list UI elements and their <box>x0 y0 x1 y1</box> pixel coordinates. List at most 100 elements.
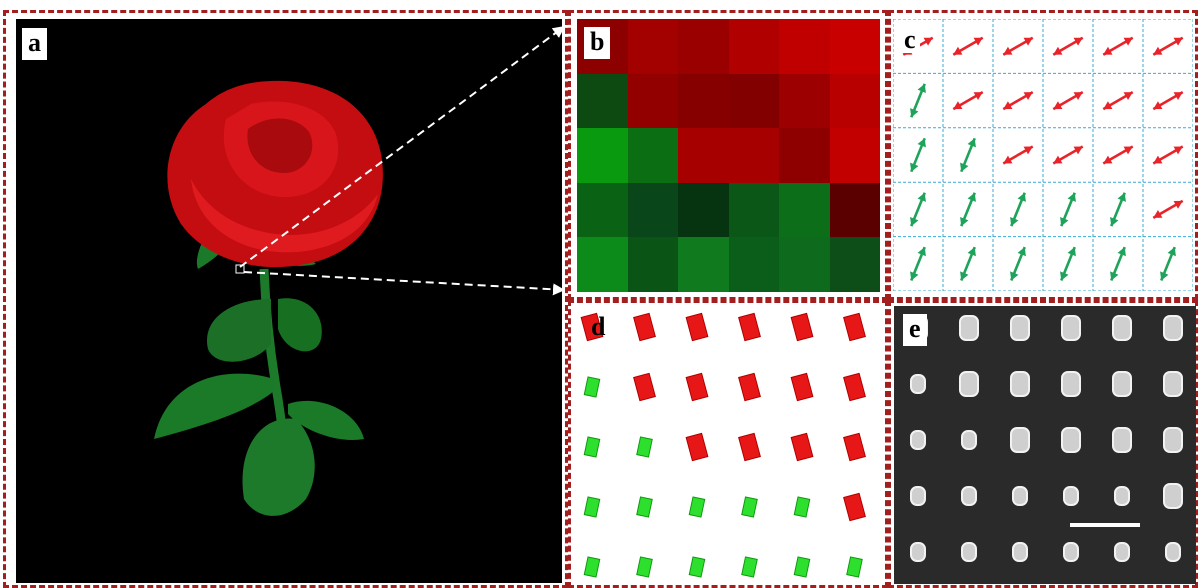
pixel-cell <box>627 73 678 129</box>
double-arrow-icon <box>910 83 926 118</box>
panel-e-label: e <box>903 314 927 346</box>
green-nanoblock <box>741 556 758 578</box>
panel-a-frame <box>3 10 568 588</box>
double-arrow-icon <box>1052 90 1084 111</box>
sem-nanostructure <box>1163 483 1183 509</box>
pixel-grid <box>577 19 880 292</box>
pixel-cell <box>728 237 779 292</box>
red-nanoblock <box>790 432 814 462</box>
double-arrow-icon <box>952 90 984 111</box>
sem-nanostructure <box>1114 486 1130 506</box>
sem-nanostructure <box>910 486 926 506</box>
leaf <box>242 418 315 516</box>
sem-nanostructure <box>910 374 926 394</box>
sem-nanostructure <box>910 542 926 562</box>
pixel-cell <box>728 19 779 74</box>
pixel-cell <box>577 237 628 292</box>
sem-image <box>894 306 1196 584</box>
green-nanoblock <box>793 556 811 578</box>
double-arrow-icon <box>960 192 976 227</box>
double-arrow-icon <box>1010 192 1026 227</box>
green-nanoblock <box>636 496 653 518</box>
pixel-cell <box>779 237 830 292</box>
red-nanoblock <box>633 372 656 402</box>
double-arrow-icon <box>1152 36 1184 56</box>
double-arrow-icon <box>1002 145 1034 165</box>
leaf <box>206 299 271 362</box>
double-arrow-icon <box>910 192 926 227</box>
pixel-cell <box>728 128 779 183</box>
pixel-cell <box>829 182 880 238</box>
double-arrow-icon <box>960 137 976 173</box>
sem-nanostructure <box>1063 486 1079 506</box>
leaf <box>278 298 322 352</box>
sem-nanostructure <box>959 315 979 341</box>
double-arrow-icon <box>1002 90 1034 111</box>
sem-nanostructure <box>1163 371 1183 397</box>
double-arrow-icon <box>1060 192 1076 227</box>
double-arrow-icon <box>910 137 926 173</box>
pixel-cell <box>728 182 779 238</box>
red-nanoblock <box>738 432 761 462</box>
double-arrow-icon <box>1102 145 1134 165</box>
red-nanoblock <box>738 312 761 342</box>
double-arrow-icon <box>1060 246 1076 281</box>
double-arrow-icon <box>1160 246 1176 281</box>
green-nanoblock <box>793 496 811 518</box>
pixel-cell <box>627 182 678 238</box>
panel-d-frame <box>568 300 888 588</box>
sem-nanostructure <box>1163 315 1183 341</box>
green-nanoblock <box>583 496 601 518</box>
double-arrow-icon <box>1110 246 1126 281</box>
sem-nanostructure <box>959 371 979 397</box>
green-nanoblock <box>636 436 653 458</box>
green-nanoblock <box>688 496 706 518</box>
green-nanoblock <box>583 376 601 398</box>
polarization-grid <box>893 19 1193 291</box>
pixel-cell <box>577 182 628 238</box>
leaf <box>154 373 274 439</box>
sem-nanostructure <box>910 430 926 450</box>
pixel-cell <box>779 128 830 183</box>
red-nanoblock <box>685 372 709 402</box>
metasurface-grid <box>580 312 866 578</box>
pixel-cell <box>779 182 830 238</box>
sem-nanostructure <box>1010 427 1030 453</box>
sem-nanostructure <box>1010 315 1030 341</box>
pixel-cell <box>577 128 628 183</box>
double-arrow-icon <box>1102 90 1134 111</box>
sem-nanostructure <box>961 542 977 562</box>
sem-nanostructure <box>1112 315 1132 341</box>
pixel-cell <box>678 128 729 183</box>
sem-nanostructure <box>1063 542 1079 562</box>
pixel-cell <box>627 128 678 183</box>
double-arrow-icon <box>910 246 926 281</box>
sem-nanostructure <box>1165 542 1181 562</box>
pixel-cell <box>779 19 830 74</box>
pixel-cell <box>678 237 729 292</box>
pixel-cell <box>829 128 880 183</box>
double-arrow-icon <box>1052 145 1084 165</box>
panel-e-frame <box>888 300 1198 588</box>
sem-nanostructure <box>1012 542 1028 562</box>
sem-nanostructure <box>1061 427 1081 453</box>
red-nanoblock <box>738 372 761 402</box>
sem-nanostructure <box>961 430 977 450</box>
double-arrow-icon <box>1110 192 1126 227</box>
green-nanoblock <box>636 556 653 578</box>
sem-nanostructure <box>1112 371 1132 397</box>
red-nanoblock <box>843 372 866 402</box>
double-arrow-icon <box>960 246 976 281</box>
red-nanoblock <box>843 492 866 522</box>
green-nanoblock <box>583 556 601 578</box>
panel-b-label: b <box>584 27 611 59</box>
leaf <box>288 400 364 440</box>
panel-d-label: d <box>591 312 606 341</box>
red-nanoblock <box>685 432 709 462</box>
double-arrow-icon <box>1152 199 1184 220</box>
panel-c-label: c <box>900 27 920 53</box>
red-nanoblock <box>843 432 866 462</box>
red-nanoblock <box>790 312 814 342</box>
red-nanoblock <box>843 312 866 342</box>
double-arrow-icon <box>1010 246 1026 281</box>
